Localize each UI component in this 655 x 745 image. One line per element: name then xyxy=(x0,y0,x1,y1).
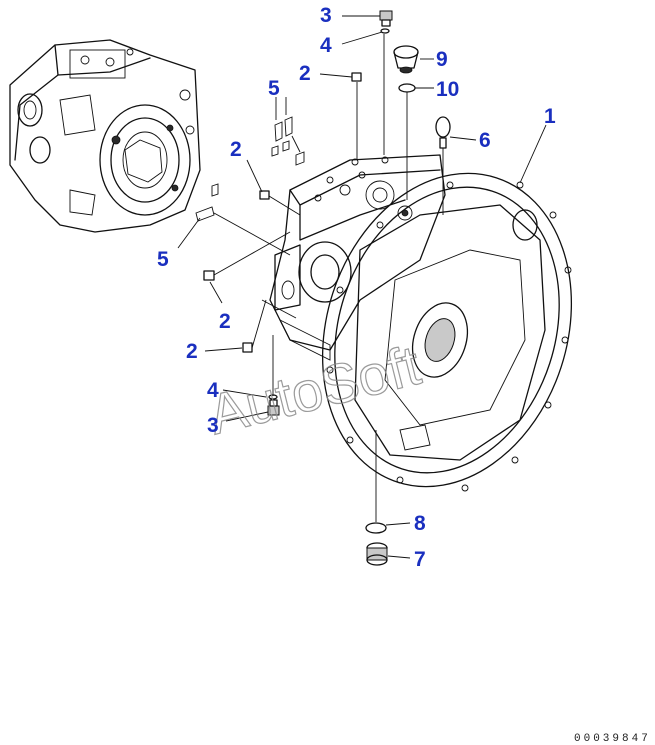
callout-7: 7 xyxy=(414,548,426,571)
part-9-plug xyxy=(393,45,419,74)
callout-1: 1 xyxy=(544,105,556,128)
callout-2-left: 2 xyxy=(219,310,231,333)
part-5-orifice-left xyxy=(195,183,219,222)
part-3-plug-lower xyxy=(267,399,280,416)
part-4-oring-top xyxy=(380,28,390,34)
callout-6: 6 xyxy=(479,129,491,152)
callout-3-top: 3 xyxy=(320,4,332,27)
watermark: AutoSoft xyxy=(202,333,426,446)
part-2-plug-top xyxy=(351,72,362,82)
part-8-oring-bottom xyxy=(365,522,387,534)
callout-8: 8 xyxy=(414,512,426,535)
pump-housing xyxy=(269,154,573,492)
part-10-oring xyxy=(398,83,416,93)
part-5-orifice-pair xyxy=(271,116,305,166)
part-2-plug-mid xyxy=(259,190,270,200)
drawing-number: 00039847 xyxy=(574,733,651,745)
callout-3-lower: 3 xyxy=(207,414,219,437)
callout-2-upper: 2 xyxy=(299,62,311,85)
leader-lines xyxy=(177,15,547,559)
part-6-eyebolt xyxy=(435,116,451,149)
part-7-plug-bottom xyxy=(366,542,388,566)
flange-bolt-holes xyxy=(326,181,572,492)
callout-2-middle: 2 xyxy=(230,138,242,161)
callout-labels: 1 2 2 2 2 3 3 4 4 5 5 6 7 8 9 10 xyxy=(157,4,556,571)
callout-9: 9 xyxy=(436,48,448,71)
callout-4-top: 4 xyxy=(320,34,332,57)
part-2-plug-left xyxy=(203,270,215,281)
callout-10: 10 xyxy=(436,78,459,101)
part-3-plug-top xyxy=(379,10,393,27)
pump-assembly-inset xyxy=(9,39,201,233)
callout-5-upper: 5 xyxy=(268,77,280,100)
callout-4-lower: 4 xyxy=(207,379,219,402)
callout-2-lower: 2 xyxy=(186,340,198,363)
part-2-plug-lower xyxy=(242,342,253,353)
callout-5-lower: 5 xyxy=(157,248,169,271)
